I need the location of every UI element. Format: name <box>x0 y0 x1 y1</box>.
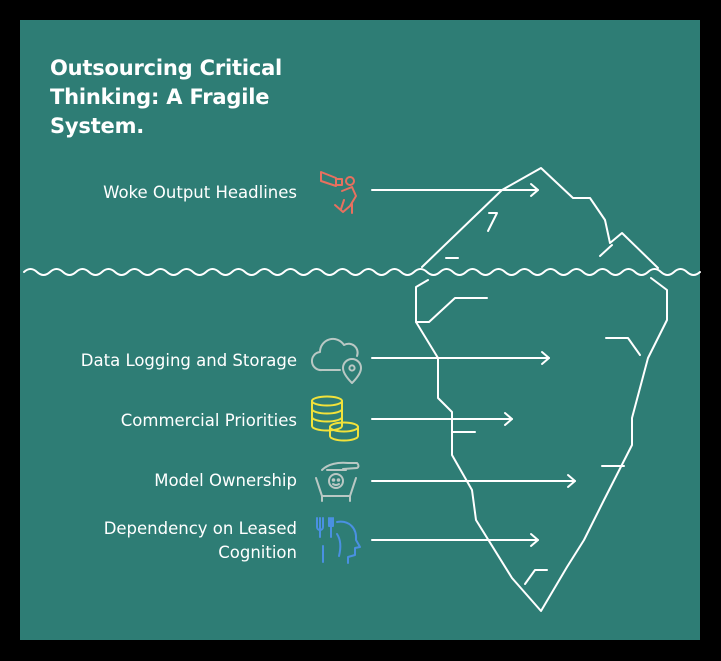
diagram-canvas: Outsourcing Critical Thinking: A Fragile… <box>20 20 700 640</box>
label-data-logging-storage: Data Logging and Storage <box>80 351 297 370</box>
arrow-commercial-priorities <box>371 412 513 426</box>
diagram-title: Outsourcing Critical Thinking: A Fragile… <box>50 54 282 141</box>
iceberg-body <box>415 277 668 612</box>
coin-stack-icon <box>311 395 359 442</box>
arrow-model-ownership <box>371 474 576 488</box>
arrow-woke-output-headlines <box>371 183 539 197</box>
label-commercial-priorities: Commercial Priorities <box>120 411 297 430</box>
arrows <box>371 183 576 547</box>
label-dependency-leased-cognition: Dependency on Leased Cognition <box>104 517 297 565</box>
hand-over-person-icon <box>315 461 360 502</box>
title-line-3: System. <box>50 114 145 138</box>
iceberg-tip <box>421 167 659 269</box>
water-surface-line <box>23 268 701 276</box>
label-dependency-line-2: Cognition <box>218 543 297 562</box>
label-model-ownership: Model Ownership <box>154 471 297 490</box>
arrow-data-logging-storage <box>371 351 550 365</box>
title-line-2: Thinking: A Fragile <box>50 85 270 109</box>
arrow-dependency-leased-cognition <box>371 533 539 547</box>
label-dependency-line-1: Dependency on Leased <box>103 519 297 538</box>
head-utensils-icon <box>316 517 361 564</box>
title-line-1: Outsourcing Critical <box>50 56 283 80</box>
cloud-location-icon <box>311 337 362 384</box>
label-woke-output-headlines: Woke Output Headlines <box>103 183 297 202</box>
megaphone-person-icon <box>320 171 357 214</box>
